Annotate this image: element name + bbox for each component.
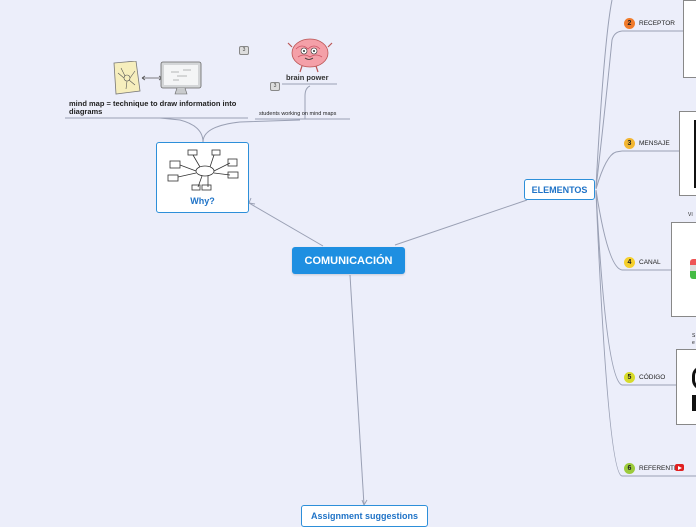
- codigo-label[interactable]: CÓDIGO: [639, 374, 666, 381]
- canal-number-badge: 4: [624, 257, 635, 268]
- brain-cartoon-image: [287, 38, 333, 73]
- mensaje-number-badge: 3: [624, 138, 635, 149]
- canal-image: [671, 222, 696, 317]
- canal-caption-fragment: Ví: [688, 212, 693, 218]
- note-count-badge[interactable]: 3: [239, 46, 249, 55]
- mind-map-definition[interactable]: mind map = technique to draw information…: [69, 99, 237, 116]
- why-label: Why?: [190, 196, 215, 206]
- paper-sketch-image: [113, 61, 141, 95]
- central-topic[interactable]: COMUNICACIÓN: [292, 247, 405, 274]
- app-icons-fragment: [690, 259, 696, 279]
- mensaje-image: [679, 111, 696, 196]
- canal-label[interactable]: CANAL: [639, 259, 661, 266]
- computer-monitor-image: [160, 61, 202, 95]
- codigo-number-badge: 5: [624, 372, 635, 383]
- receptor-number-badge: 2: [624, 18, 635, 29]
- elementos-node[interactable]: ELEMENTOS: [524, 179, 595, 200]
- referente-label[interactable]: REFERENTE: [639, 465, 679, 472]
- referente-number-badge: 6: [624, 463, 635, 474]
- central-topic-label: COMUNICACIÓN: [304, 254, 393, 267]
- double-arrow-icon: [141, 75, 163, 81]
- codigo-caption-fragment-s: S: [692, 333, 696, 339]
- students-working-label[interactable]: students working on mind maps: [259, 111, 337, 117]
- elementos-label: ELEMENTOS: [531, 184, 588, 195]
- brain-power-label[interactable]: brain power: [286, 73, 329, 82]
- why-node[interactable]: Why?: [156, 142, 249, 213]
- receptor-image: [683, 0, 696, 78]
- mensaje-label[interactable]: MENSAJE: [639, 140, 670, 147]
- note-count-badge[interactable]: 3: [270, 82, 280, 91]
- codigo-caption-fragment-e: e: [692, 340, 695, 346]
- assignment-label: Assignment suggestions: [310, 511, 418, 521]
- youtube-icon[interactable]: [675, 464, 684, 471]
- mind-map-sketch-image: [167, 149, 239, 191]
- assignment-suggestions-node[interactable]: Assignment suggestions: [301, 505, 428, 527]
- receptor-label[interactable]: RECEPTOR: [639, 20, 675, 27]
- codigo-image: [676, 349, 696, 425]
